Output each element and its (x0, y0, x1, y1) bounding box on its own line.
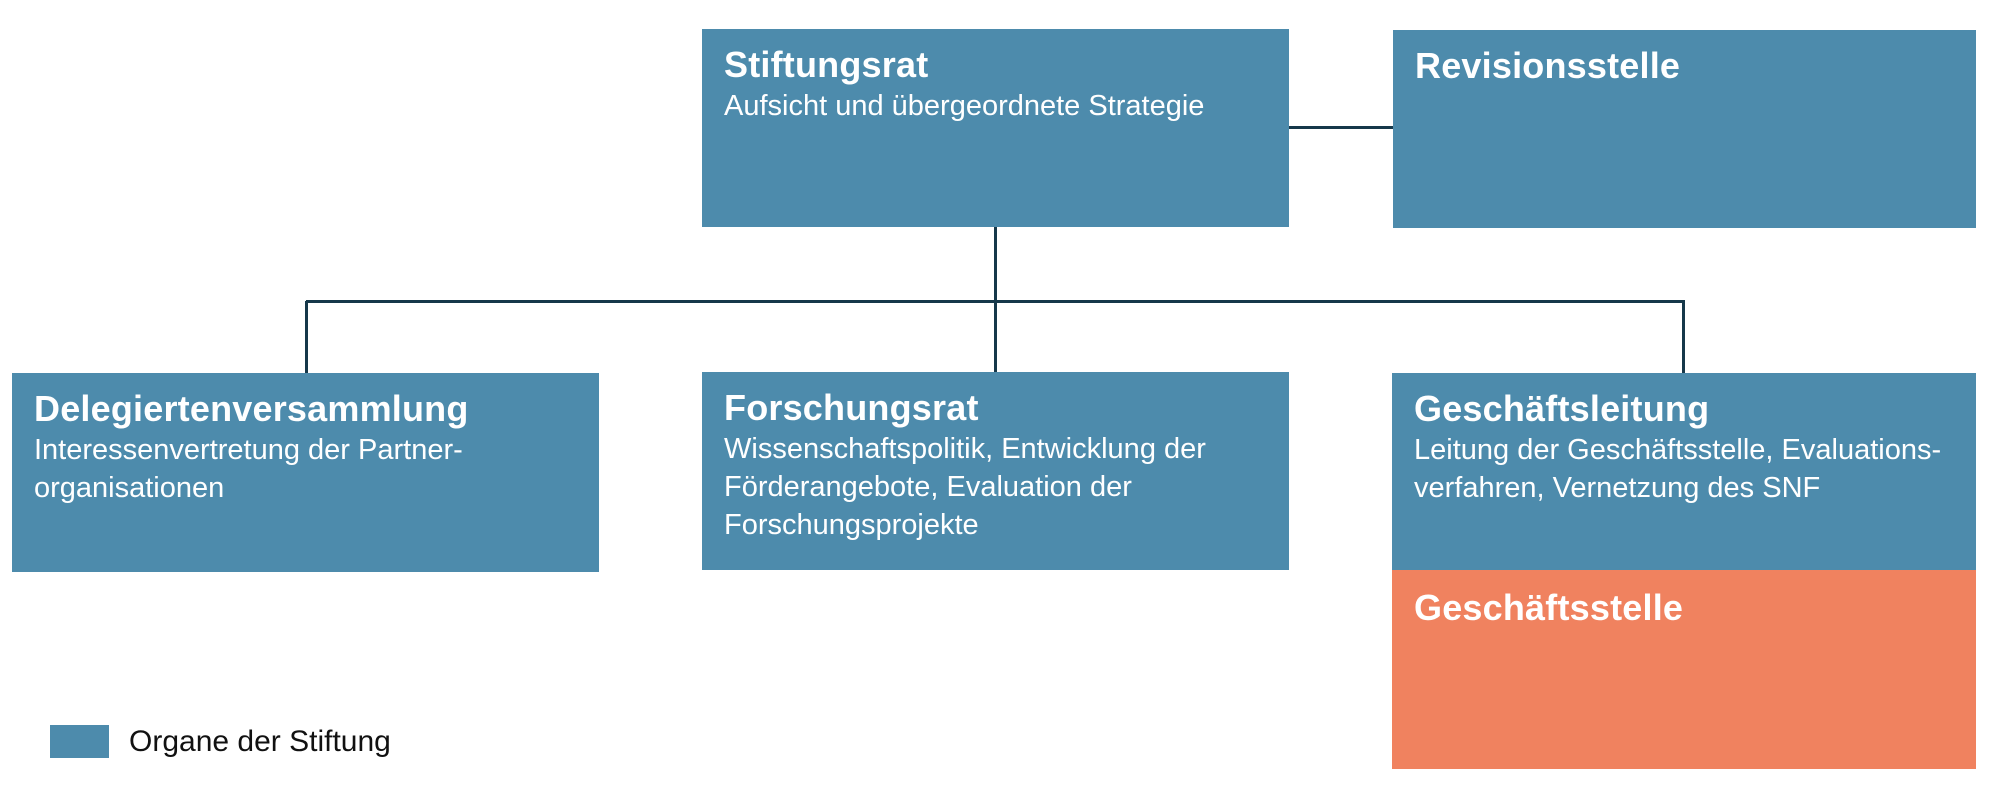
legend: Organe der Stiftung (50, 725, 391, 758)
box-description-line: Förderangebote, Evaluation der (724, 471, 1132, 503)
box-title: Forschungsrat (724, 387, 979, 428)
legend-color-swatch (50, 725, 109, 758)
box-description-line: Forschungsprojekte (724, 509, 979, 541)
org-box-forschungsrat: Forschungsrat Wissenschaftspolitik, Entw… (702, 372, 1289, 570)
connector-vertical-delegiertenversammlung (305, 301, 308, 373)
box-title: Geschäftsstelle (1414, 587, 1684, 628)
box-title: Geschäftsleitung (1414, 388, 1710, 429)
box-description-line: Interessenvertretung der Partner- (34, 434, 463, 466)
box-description-line: Leitung der Geschäftsstelle, Evaluations… (1414, 434, 1942, 466)
org-box-delegiertenversammlung: Delegiertenversammlung Interessenvertret… (12, 373, 599, 572)
connector-stiftungsrat-revisionsstelle (1289, 126, 1393, 129)
legend-label: Organe der Stiftung (129, 725, 391, 758)
box-description-line: Aufsicht und übergeordnete Strategie (724, 90, 1205, 122)
box-description-line: verfahren, Vernetzung des SNF (1414, 472, 1821, 504)
org-box-revisionsstelle: Revisionsstelle (1393, 30, 1976, 228)
box-title: Stiftungsrat (724, 44, 929, 85)
box-description-line: Wissenschaftspolitik, Entwicklung der (724, 433, 1206, 465)
org-box-geschaeftsstelle: Geschäftsstelle (1392, 570, 1976, 769)
org-box-stiftungsrat: Stiftungsrat Aufsicht und übergeordnete … (702, 29, 1289, 227)
box-title: Delegiertenversammlung (34, 388, 469, 429)
box-title: Revisionsstelle (1415, 45, 1681, 86)
org-box-geschaeftsleitung: Geschäftsleitung Leitung der Geschäftsst… (1392, 373, 1976, 570)
box-description-line: organisationen (34, 472, 225, 504)
connector-vertical-geschaeftsleitung (1682, 301, 1685, 373)
connector-horizontal-main (306, 300, 1685, 303)
